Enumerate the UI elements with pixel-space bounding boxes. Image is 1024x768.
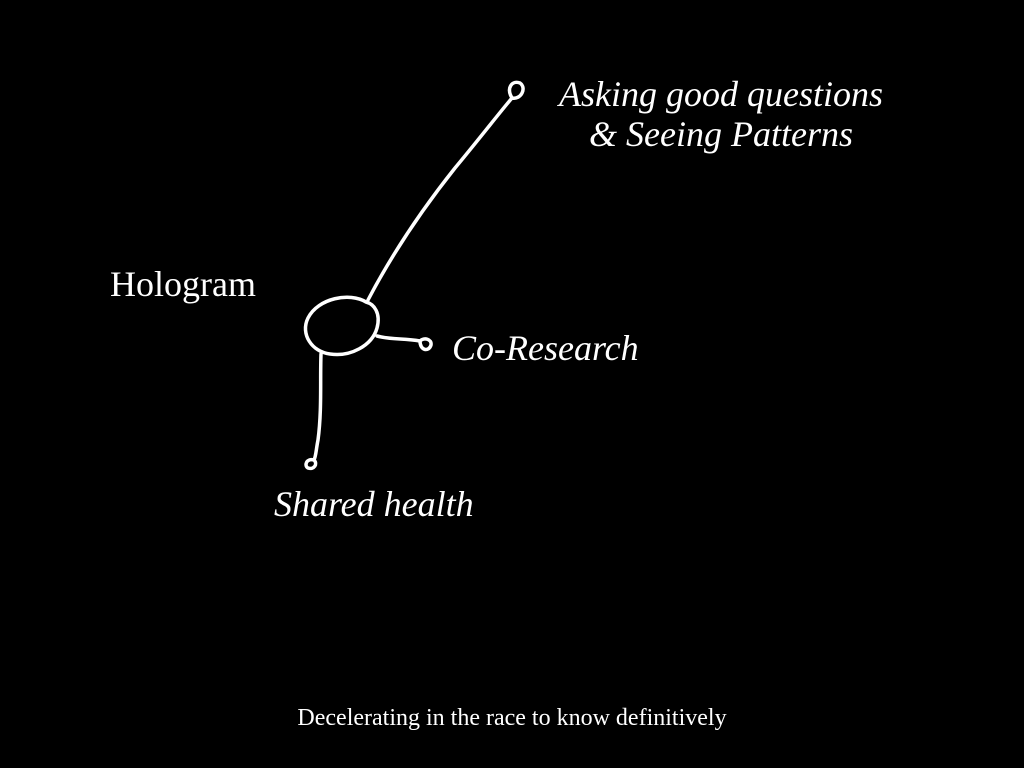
asking-questions-label: Asking good questions & Seeing Patterns (538, 74, 904, 154)
footer-caption: Decelerating in the race to know definit… (297, 705, 727, 731)
branch-line-bottom (312, 352, 323, 462)
central-node (303, 295, 380, 357)
asking-questions-line2: & Seeing Patterns (589, 114, 853, 154)
branch-end-top (507, 80, 525, 100)
branch-line-right (375, 334, 422, 343)
branch-line-top (366, 96, 514, 302)
co-research-label: Co-Research (452, 328, 639, 368)
asking-questions-line1: Asking good questions (559, 74, 883, 114)
hologram-label: Hologram (110, 264, 256, 304)
branch-end-bottom (304, 457, 318, 471)
shared-health-label: Shared health (274, 484, 474, 524)
branch-end-right (418, 337, 433, 352)
